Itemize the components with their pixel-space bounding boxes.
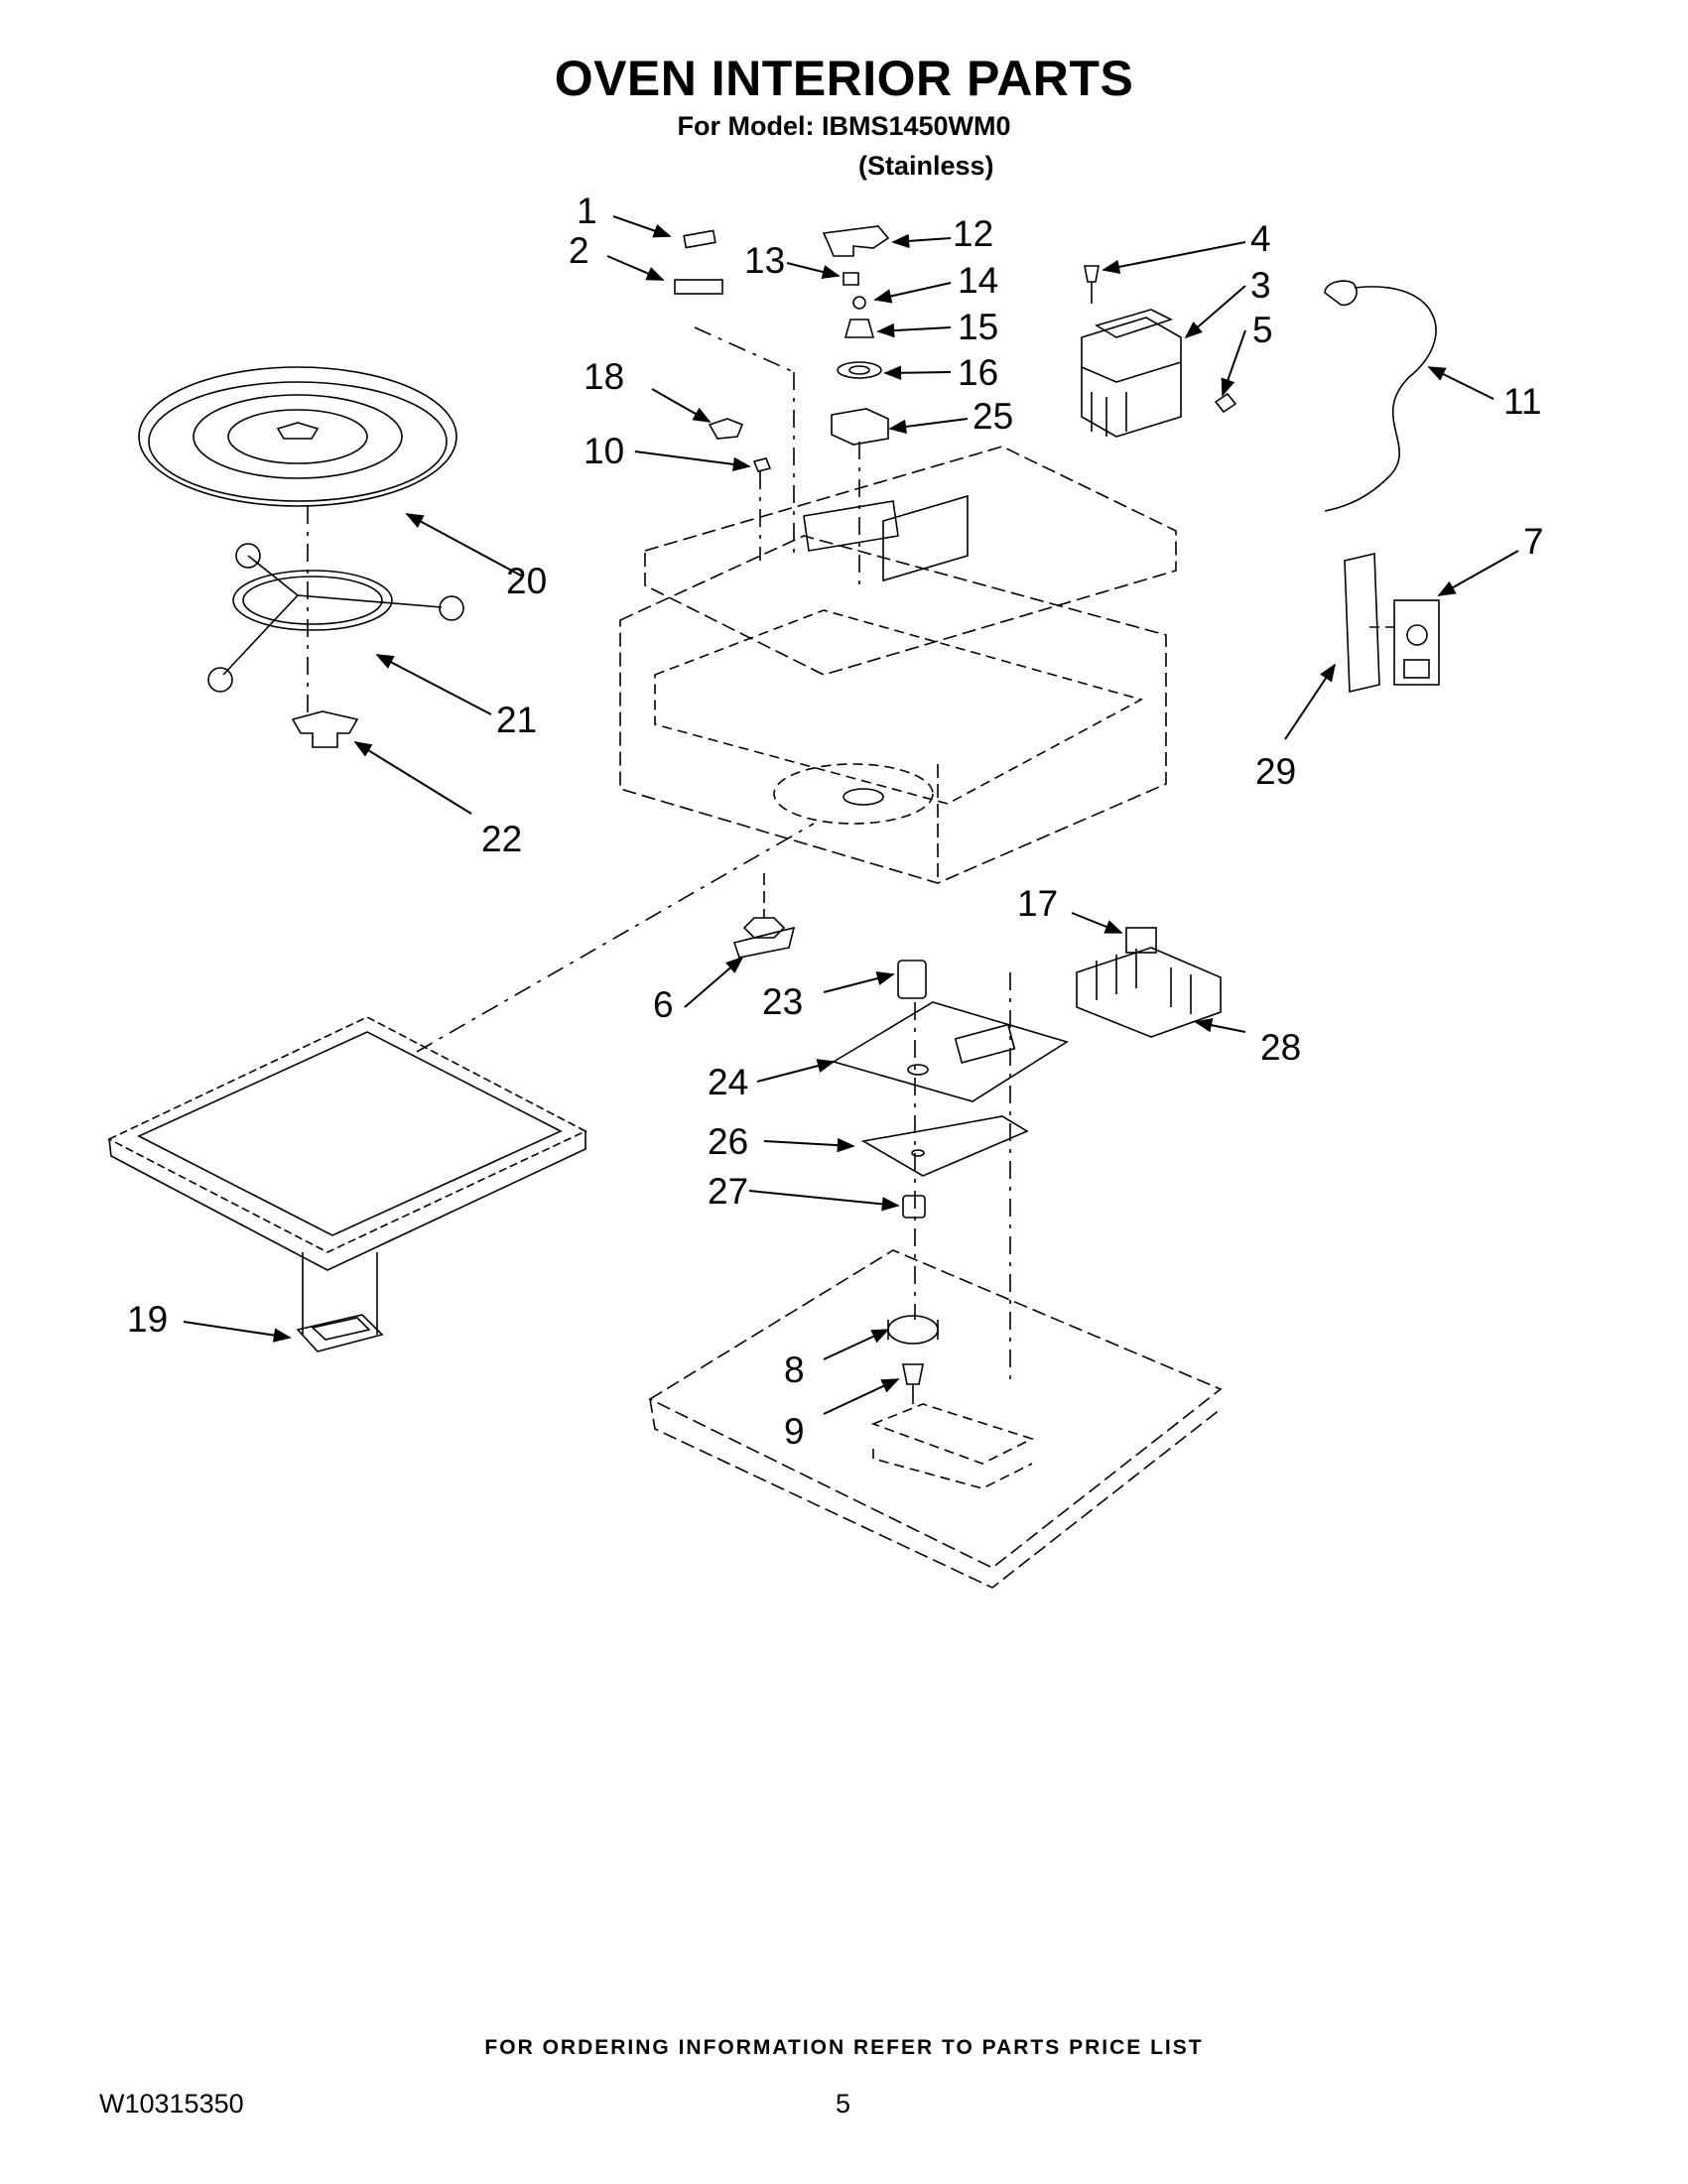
callout-4: 4 [1250,218,1271,259]
callout-14: 14 [958,260,998,301]
base-plate-illustration [107,1016,587,1352]
callout-13: 13 [744,240,785,281]
callout-8: 8 [784,1349,805,1390]
callout-18: 18 [584,356,624,397]
callout-29: 29 [1255,751,1296,792]
callout-1: 1 [577,191,597,231]
ordering-note: FOR ORDERING INFORMATION REFER TO PARTS … [484,2036,1204,2059]
transformer-illustration [1081,309,1182,438]
callout-17: 17 [1017,883,1058,924]
callout-7: 7 [1523,521,1544,562]
callout-5: 5 [1252,310,1273,350]
page-title: OVEN INTERIOR PARTS [554,51,1134,106]
callout-19: 19 [127,1299,168,1340]
callout-9: 9 [784,1411,805,1452]
callout-25: 25 [973,396,1013,437]
coupler-illustration [291,710,359,748]
turntable-tray-illustration [138,366,457,507]
callout-6: 6 [653,984,674,1025]
callout-27: 27 [708,1171,748,1212]
magnetron-illustration [1076,927,1222,1038]
callout-20: 20 [506,561,547,601]
model-variant: (Stainless) [858,151,994,181]
callout-22: 22 [481,819,522,859]
bottom-tray-illustration [648,1249,1223,1589]
callout-21: 21 [496,700,537,740]
callout-arrows [183,215,1519,1415]
callout-2: 2 [569,230,589,271]
roller-ring-illustration [207,543,464,693]
callout-15: 15 [958,307,998,347]
callout-11: 11 [1503,381,1541,422]
callout-12: 12 [953,213,993,254]
callout-28: 28 [1260,1027,1301,1068]
callout-24: 24 [708,1062,748,1102]
callout-16: 16 [958,352,998,393]
page-number: 5 [836,2089,851,2119]
model-line: For Model: IBMS1450WM0 [677,111,1011,141]
callout-3: 3 [1250,265,1271,306]
callout-10: 10 [584,431,624,471]
callout-26: 26 [708,1121,748,1162]
cabinet-illustration [619,446,1177,884]
document-number: W10315350 [99,2089,244,2119]
callout-23: 23 [762,981,803,1022]
